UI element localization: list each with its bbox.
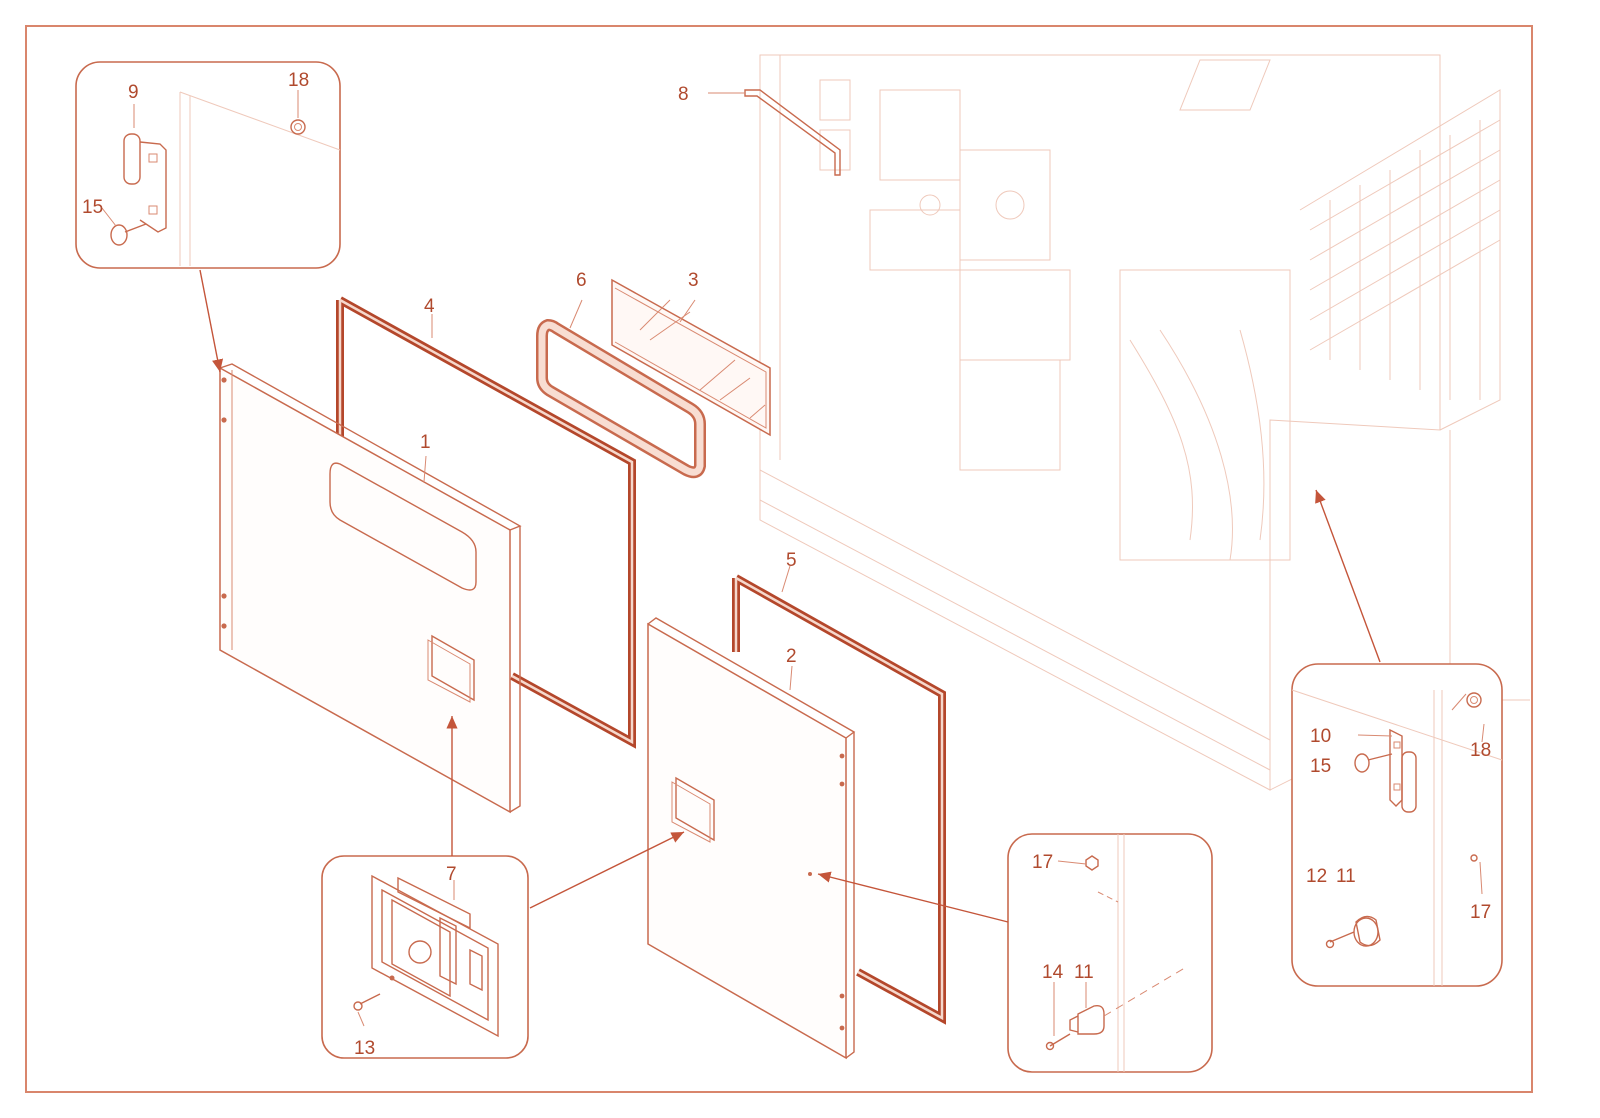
label-part-11: 11: [1074, 962, 1094, 983]
label-part-13: 13: [354, 1038, 375, 1059]
part-labels: 9 18 15 8 6 3 4 1 5 2 7 13 17 14 11 10 1…: [82, 70, 1491, 1059]
label-part-15: 15: [82, 197, 103, 218]
inset-latch: [321, 855, 529, 1059]
part-8-handle-rod: [708, 89, 841, 176]
part-6-window-gasket: [536, 299, 706, 479]
label-part-4: 4: [424, 296, 435, 317]
part-2-small-door-panel: [647, 617, 856, 1060]
label-part-5: 5: [786, 550, 797, 571]
label-part-8: 8: [678, 84, 689, 105]
label-part-9: 9: [128, 82, 139, 103]
label-part-12: 12: [1306, 866, 1327, 887]
label-part-6: 6: [576, 270, 587, 291]
part-3-window-glass: [611, 278, 771, 437]
inset-door-stop: [1007, 833, 1213, 1073]
label-part-14: 14: [1042, 962, 1064, 983]
label-part-10: 10: [1310, 726, 1331, 747]
label-part-3: 3: [688, 270, 699, 291]
label-part-7: 7: [446, 864, 457, 885]
label-part-15: 15: [1310, 756, 1331, 777]
leader-arrows: [199, 269, 1381, 923]
label-part-18: 18: [1470, 740, 1491, 761]
part-1-large-door-panel: [219, 363, 522, 814]
part-5-small-door-gasket: [732, 565, 946, 1025]
label-part-18: 18: [288, 70, 309, 91]
label-part-17: 17: [1470, 902, 1491, 923]
inset-top-left-hinge: [75, 61, 341, 269]
drawing-frame: [25, 25, 1533, 1093]
label-part-2: 2: [786, 646, 797, 667]
label-part-11: 11: [1336, 866, 1356, 887]
inset-right-hinge: [1291, 663, 1503, 987]
part-4-door-gasket: [336, 296, 636, 749]
label-part-1: 1: [420, 432, 431, 453]
label-part-17: 17: [1032, 852, 1053, 873]
background-enclosure: [759, 54, 1530, 791]
